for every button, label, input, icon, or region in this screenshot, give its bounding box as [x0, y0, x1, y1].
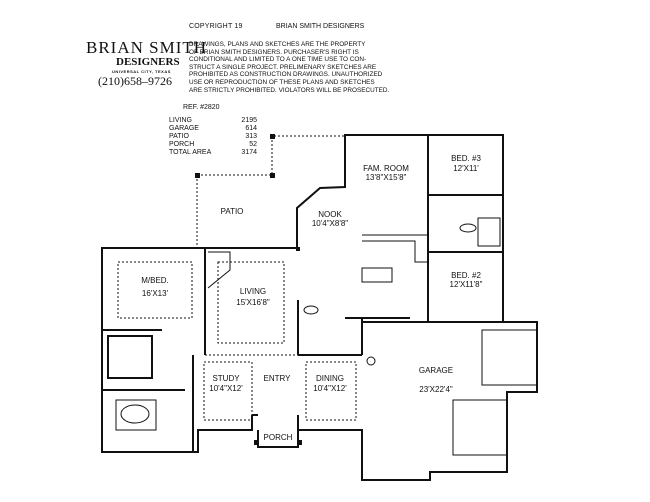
area-label: LIVING	[169, 117, 192, 124]
area-row: GARAGE 614	[169, 125, 257, 133]
company-line: BRIAN SMITH DESIGNERS	[276, 23, 365, 30]
room-labels: FAM. ROOM 13'8"X15'8" BED. #3 12'X11' PA…	[141, 154, 482, 442]
room-name-entry: ENTRY	[264, 374, 292, 383]
room-size-bed3: 12'X11'	[453, 164, 479, 173]
area-label: PATIO	[169, 133, 189, 140]
room-name-garage: GARAGE	[419, 366, 453, 375]
area-row: PORCH 52	[169, 141, 257, 149]
room-name-bed2: BED. #2	[451, 271, 481, 280]
bathtub	[120, 404, 150, 424]
garage-door-2	[452, 399, 508, 456]
fixtures	[115, 217, 538, 456]
room-size-bed2: 12'X11'8"	[450, 280, 483, 289]
room-size-mbed: 16'X13'	[142, 289, 169, 298]
room-name-nook: NOOK	[318, 210, 342, 219]
area-row: PATIO 313	[169, 133, 257, 141]
area-value: 2195	[241, 117, 257, 124]
sink	[303, 305, 319, 315]
room-name-patio: PATIO	[221, 207, 244, 216]
area-label: TOTAL AREA	[169, 149, 212, 156]
legal-line: PROHIBITED AS CONSTRUCTION DRAWINGS. UNA…	[189, 71, 383, 79]
garage-door-1	[481, 329, 538, 386]
area-table: LIVING 2195 GARAGE 614 PATIO 313 PORCH 52 TO…	[169, 117, 257, 157]
area-label: PORCH	[169, 141, 195, 148]
room-name-dining: DINING	[316, 374, 344, 383]
area-value: 52	[249, 141, 257, 148]
room-size-fam-room: 13'8"X15'8"	[366, 173, 407, 182]
ref-number: REF. #2820	[183, 104, 220, 111]
room-name-bed3: BED. #3	[451, 154, 481, 163]
area-row: LIVING 2195	[169, 117, 257, 125]
dashed-outlines	[117, 135, 357, 421]
room-name-living: LIVING	[240, 287, 266, 296]
room-size-living: 15'X16'8"	[236, 298, 270, 307]
room-size-nook: 10'4"X8'8"	[312, 219, 348, 228]
brand-sub: DESIGNERS	[116, 56, 180, 68]
room-size-dining: 10'4"X12'	[313, 384, 347, 393]
tub	[477, 217, 501, 247]
legal-line: DRAWINGS, PLANS AND SKETCHES ARE THE PRO…	[189, 41, 366, 48]
brand-phone: (210)658–9726	[98, 74, 172, 88]
legal-line: STRUCT A SINGLE PROJECT. PRELIMENARY SKE…	[189, 63, 377, 71]
area-label: GARAGE	[169, 125, 199, 132]
legal-line: USE OR REPRODUCTION OF THESE PLANS AND S…	[189, 78, 375, 86]
room-name-porch: PORCH	[264, 433, 293, 442]
fireplace	[207, 251, 231, 289]
brand-location: UNIVERSAL CITY, TEXAS	[112, 69, 171, 74]
legal-line: ARE STRICTLY PROHIBITED. VIOLATORS WILL …	[189, 86, 390, 94]
room-name-study: STUDY	[212, 374, 240, 383]
area-value: 3174	[241, 149, 257, 156]
room-size-study: 10'4"X12'	[209, 384, 243, 393]
sink	[459, 223, 477, 233]
room-name-mbed: M/BED.	[141, 276, 169, 285]
legal-line: OF BRIAN SMITH DESIGNERS. PURCHASER'S RI…	[189, 48, 359, 56]
area-value: 614	[245, 125, 257, 132]
legal-notice: DRAWINGS, PLANS AND SKETCHES ARE THE PRO…	[189, 41, 409, 94]
columns	[195, 134, 302, 445]
water-heater-icon	[366, 356, 376, 366]
walls	[101, 134, 538, 481]
kitchen-counter	[362, 234, 429, 263]
room-size-garage: 23'X22'4"	[419, 385, 453, 394]
legal-line: CONDITIONAL AND LIMITED TO A ONE TIME US…	[189, 56, 367, 64]
brand-name: BRIAN SMITH	[86, 38, 208, 57]
room-name-fam-room: FAM. ROOM	[363, 164, 409, 173]
copyright-text: COPYRIGHT 19	[189, 23, 243, 30]
area-value: 313	[245, 133, 257, 140]
kitchen-island	[361, 267, 393, 283]
area-row: TOTAL AREA 3174	[169, 149, 257, 157]
